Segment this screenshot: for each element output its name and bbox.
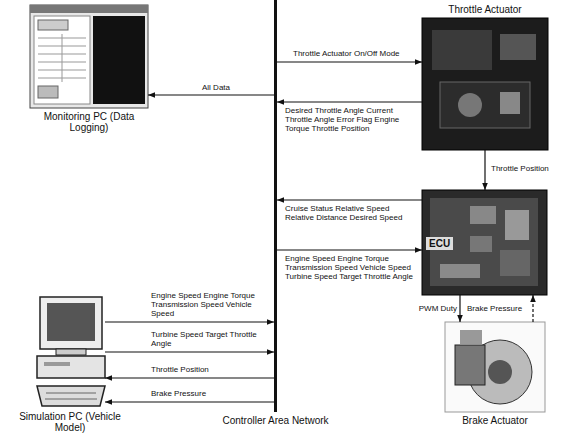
node-caption: ECU [426, 237, 453, 250]
signal-label: All Data [180, 83, 252, 92]
brake-photo [445, 322, 545, 412]
node-caption: Controller Area Network [222, 415, 328, 426]
signal-label: Brake Pressure [466, 304, 530, 313]
signal-arrow [532, 295, 533, 322]
monitor-screenshot [30, 5, 148, 108]
ecu-photo [422, 190, 547, 295]
signal-label: Turbine Speed Target Throttle Angle [150, 330, 272, 348]
can-bus: Controller Area Network [274, 0, 277, 412]
signal-arrow [148, 94, 274, 95]
signal-arrow [105, 321, 274, 322]
signal-label: Throttle Position [150, 365, 272, 374]
signal-label: PWM Duty [410, 304, 458, 313]
signal-label: Desired Throttle Angle Current Throttle … [284, 106, 418, 133]
signal-label: Throttle Position [490, 164, 570, 173]
simulation-pc: Simulation PC (Vehicle Model) [35, 295, 105, 408]
signal-arrow [277, 199, 422, 200]
signal-label: Engine Speed Engine Torque Transmission … [284, 254, 418, 281]
signal-label: Engine Speed Engine Torque Transmission … [150, 291, 272, 318]
signal-arrow [105, 377, 274, 378]
computer-icon [37, 297, 105, 406]
signal-label: Brake Pressure [150, 389, 272, 398]
ecu-board: ECU [422, 190, 547, 295]
signal-arrow [277, 61, 422, 62]
signal-arrow [484, 150, 485, 190]
signal-arrow [105, 351, 274, 352]
signal-arrow [277, 249, 422, 250]
signal-arrow [459, 295, 460, 322]
node-caption: Simulation PC (Vehicle Model) [15, 411, 125, 433]
node-caption: Monitoring PC (Data Logging) [29, 111, 149, 133]
signal-label: Throttle Actuator On/Off Mode [292, 49, 414, 58]
brake-actuator: Brake Actuator [445, 322, 545, 412]
throttle-actuator: Throttle Actuator [422, 18, 548, 150]
monitoring-pc: Monitoring PC (Data Logging) [30, 5, 148, 108]
signal-arrow [277, 101, 422, 102]
node-caption: Throttle Actuator [448, 4, 521, 15]
signal-arrow [105, 401, 274, 402]
throttle-photo [422, 18, 548, 150]
signal-label: Cruise Status Relative Speed Relative Di… [284, 204, 418, 222]
node-caption: Brake Actuator [462, 415, 528, 426]
